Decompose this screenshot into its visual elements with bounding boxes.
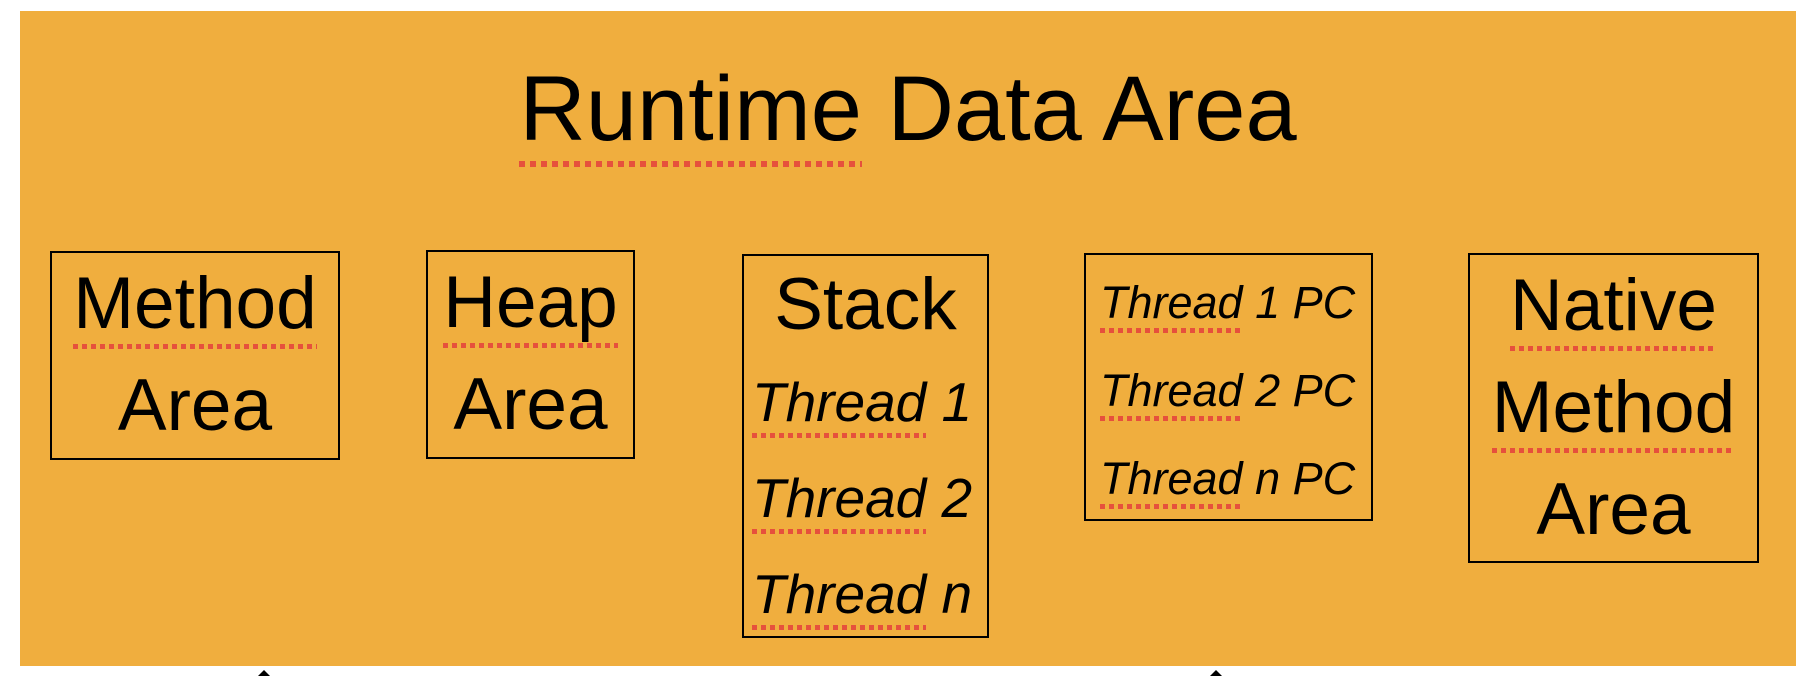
stack-title: Stack [774, 264, 957, 345]
method-area-line1: Method [52, 253, 338, 355]
heap-area-box: Heap Area [426, 250, 635, 459]
native-line2: Method [1470, 357, 1757, 459]
heap-area-line1: Heap [428, 252, 633, 354]
cutoff-mark-right [1208, 670, 1224, 676]
thread-1-pc: Thread 1 PC [1086, 259, 1371, 347]
cutoff-mark-left [256, 670, 272, 676]
title-rest: Data Area [861, 58, 1297, 160]
native-method-area-box: Native Method Area [1468, 253, 1759, 563]
title-word-runtime: Runtime [519, 58, 862, 167]
thread-2-pc: Thread 2 PC [1086, 347, 1371, 435]
diagram-title: Runtime Data Area [20, 54, 1796, 167]
method-area-box: Method Area [50, 251, 340, 460]
native-line3: Area [1536, 469, 1691, 550]
thread-pc-box: Thread 1 PC Thread 2 PC Thread n PC [1084, 253, 1373, 521]
native-line1: Native [1470, 255, 1757, 357]
heap-area-line2: Area [453, 364, 608, 445]
stack-thread-n: Thread n [744, 546, 987, 642]
stack-box: Stack Thread 1 Thread 2 Thread n [742, 254, 989, 638]
thread-n-pc: Thread n PC [1086, 435, 1371, 523]
method-area-line2: Area [117, 365, 273, 446]
stack-thread-2: Thread 2 [744, 450, 987, 546]
stack-thread-1: Thread 1 [744, 354, 987, 450]
